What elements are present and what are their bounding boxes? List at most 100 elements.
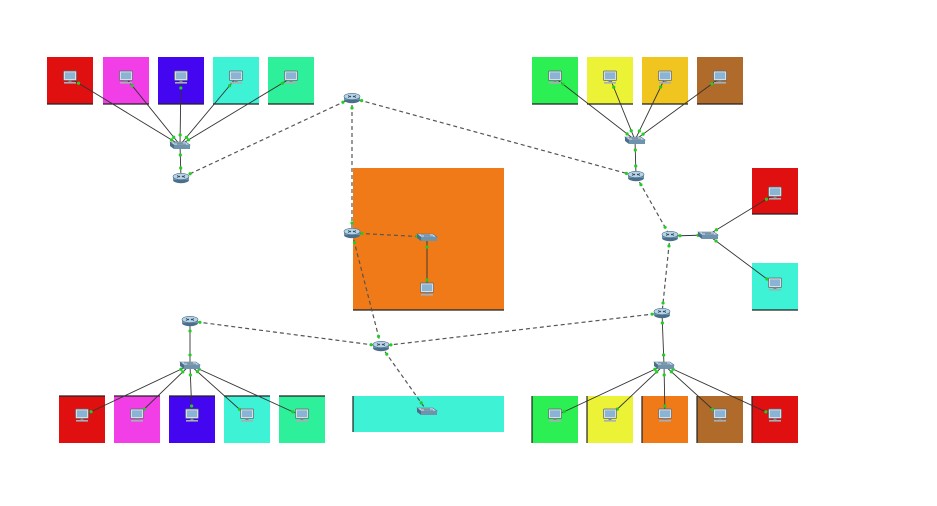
- link: [125, 77, 181, 146]
- link-layer: [69, 77, 776, 417]
- link-endpoint-indicator: [710, 82, 714, 86]
- link-endpoint-indicator: [653, 367, 657, 371]
- link: [707, 234, 776, 286]
- switch-icon: [169, 141, 191, 150]
- link-endpoint-indicator: [663, 404, 667, 408]
- switch-icon: [624, 136, 646, 145]
- link-endpoint-indicator: [629, 129, 633, 133]
- link: [178, 77, 183, 146]
- switch[interactable]: [416, 233, 438, 242]
- link-endpoint-indicator: [188, 329, 192, 333]
- link-endpoint-indicator: [663, 225, 667, 229]
- link-endpoint-indicator: [639, 183, 643, 187]
- link-endpoint-indicator: [637, 129, 641, 133]
- switch[interactable]: [179, 361, 201, 370]
- link: [661, 235, 671, 314]
- link-endpoint-indicator: [179, 367, 183, 371]
- link-endpoint-indicator: [650, 312, 654, 316]
- link-endpoint-indicator: [667, 244, 671, 248]
- link-endpoint-indicator: [198, 320, 202, 324]
- link-endpoint-indicator: [612, 85, 616, 89]
- router[interactable]: [653, 307, 671, 319]
- link: [633, 139, 638, 177]
- link: [635, 175, 671, 237]
- router[interactable]: [172, 172, 190, 184]
- link-endpoint-indicator: [562, 410, 566, 414]
- link-endpoint-indicator: [425, 278, 429, 282]
- link: [425, 237, 429, 290]
- link-endpoint-indicator: [425, 245, 429, 249]
- switch[interactable]: [653, 361, 675, 370]
- link: [554, 77, 636, 141]
- link-endpoint-indicator: [181, 370, 185, 374]
- router-icon: [653, 307, 671, 319]
- switch-icon: [416, 407, 438, 416]
- link: [351, 97, 637, 177]
- link-endpoint-indicator: [184, 135, 189, 139]
- router[interactable]: [343, 92, 361, 104]
- router[interactable]: [661, 230, 679, 242]
- link: [707, 193, 776, 236]
- router[interactable]: [627, 170, 645, 182]
- switch-icon: [653, 361, 675, 370]
- switch-icon: [416, 233, 438, 242]
- link-endpoint-indicator: [678, 234, 682, 238]
- link-endpoint-indicator: [179, 166, 183, 170]
- switch[interactable]: [697, 231, 719, 240]
- link-endpoint-indicator: [764, 197, 769, 201]
- link-endpoint-indicator: [661, 301, 665, 305]
- link-endpoint-indicator: [419, 401, 423, 405]
- router-icon: [172, 172, 190, 184]
- link-endpoint-indicator: [764, 410, 768, 414]
- link-endpoint-indicator: [360, 231, 364, 236]
- link-endpoint-indicator: [188, 373, 192, 377]
- link-endpoint-indicator: [669, 370, 673, 374]
- link: [634, 77, 666, 141]
- link-endpoint-indicator: [169, 138, 174, 142]
- link: [81, 364, 191, 417]
- link-endpoint-indicator: [76, 81, 81, 85]
- link-endpoint-indicator: [714, 239, 718, 243]
- link: [179, 77, 292, 146]
- link-endpoint-indicator: [179, 86, 183, 90]
- link-endpoint-indicator: [291, 410, 295, 414]
- link-endpoint-indicator: [188, 172, 192, 176]
- link-endpoint-indicator: [662, 373, 666, 377]
- link-endpoint-indicator: [660, 321, 664, 325]
- router[interactable]: [372, 340, 390, 352]
- link: [662, 364, 667, 417]
- link-endpoint-indicator: [625, 132, 629, 136]
- link-endpoint-indicator: [188, 353, 192, 357]
- color-zone: [696, 396, 743, 443]
- link: [188, 321, 192, 365]
- link-endpoint-indicator: [350, 221, 354, 225]
- link-endpoint-indicator: [655, 370, 659, 374]
- router[interactable]: [181, 315, 199, 327]
- link-endpoint-indicator: [714, 228, 719, 232]
- link-endpoint-indicator: [765, 277, 769, 281]
- link: [178, 144, 183, 179]
- link: [189, 364, 248, 417]
- link-endpoint-indicator: [178, 133, 182, 137]
- link-endpoint-indicator: [376, 334, 381, 338]
- link-endpoint-indicator: [360, 99, 364, 103]
- link-endpoint-indicator: [634, 164, 638, 168]
- link-endpoint-indicator: [624, 171, 628, 175]
- switch[interactable]: [416, 407, 438, 416]
- router-icon: [343, 92, 361, 104]
- link-endpoint-indicator: [172, 135, 176, 139]
- link: [188, 364, 194, 417]
- link-endpoint-indicator: [369, 343, 373, 347]
- link: [69, 77, 181, 146]
- link: [634, 77, 721, 141]
- switch[interactable]: [169, 141, 191, 150]
- link: [380, 345, 428, 412]
- switch[interactable]: [624, 136, 646, 145]
- router[interactable]: [343, 227, 361, 239]
- link-endpoint-indicator: [178, 153, 182, 157]
- link: [660, 312, 666, 366]
- router-icon: [372, 340, 390, 352]
- link-endpoint-indicator: [352, 241, 357, 245]
- link: [554, 364, 665, 417]
